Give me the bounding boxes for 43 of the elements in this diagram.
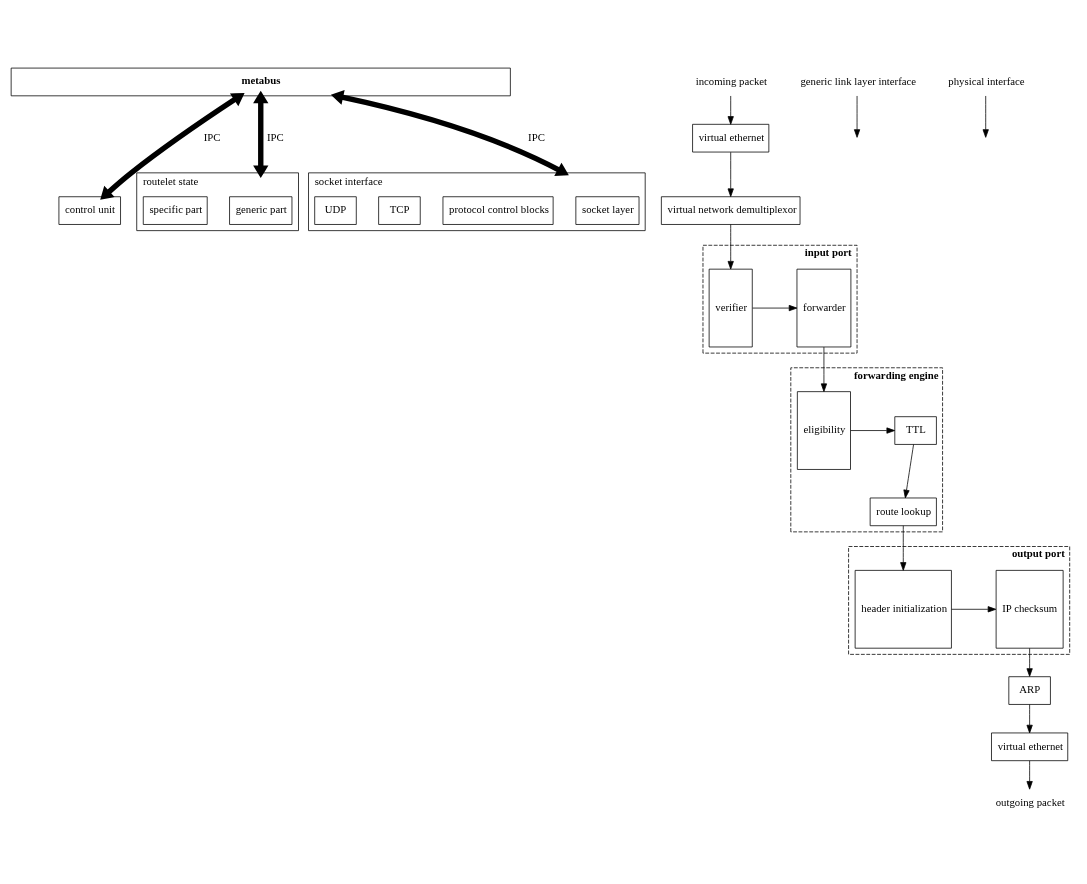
node-text: generic link layer interface <box>800 74 917 87</box>
arrow <box>1026 647 1033 677</box>
edge-label: IPC <box>528 130 545 143</box>
arrow <box>853 95 861 138</box>
node-box: forwarder <box>796 268 852 347</box>
arrow <box>850 426 895 434</box>
arrow <box>330 89 569 176</box>
node-box: route lookup <box>869 497 937 526</box>
node-box: ARP <box>1008 675 1051 705</box>
node-box: generic part <box>229 195 293 225</box>
arrow <box>727 223 734 269</box>
arrow <box>1026 759 1033 790</box>
node-box: IP checksum <box>995 569 1064 649</box>
arrow <box>727 151 734 197</box>
node-box: socket layer <box>575 195 640 225</box>
node-box: metabus <box>10 67 511 96</box>
edge-label: IPC <box>203 130 221 143</box>
node-box: control unit <box>58 195 121 225</box>
arrow <box>820 346 827 392</box>
node-box: virtual ethernet <box>991 732 1069 761</box>
node-box: virtual ethernet <box>692 123 770 152</box>
node-text: physical interface <box>948 74 1025 87</box>
arrow <box>1026 703 1033 733</box>
edge-label: IPC <box>266 130 284 143</box>
node-box: eligibility <box>796 390 851 470</box>
node-box: specific part <box>142 195 208 225</box>
node-box: TTL <box>894 415 937 445</box>
node-box: header initialization <box>854 569 952 649</box>
arrow <box>100 92 245 200</box>
node-box: virtual network demultiplexor <box>661 195 801 225</box>
arrow <box>253 90 269 178</box>
node-box: UDP <box>314 195 357 225</box>
node-box: verifier <box>708 268 753 347</box>
node-box: protocol control blocks <box>442 195 554 225</box>
node-text: outgoing packet <box>995 795 1065 808</box>
node-box: TCP <box>378 195 421 225</box>
arrow <box>752 304 798 311</box>
arrow <box>903 443 914 498</box>
node-text: incoming packet <box>695 74 768 87</box>
arrow <box>727 95 734 125</box>
arrow <box>900 524 907 571</box>
arrow <box>951 605 997 612</box>
arrow <box>982 95 989 138</box>
